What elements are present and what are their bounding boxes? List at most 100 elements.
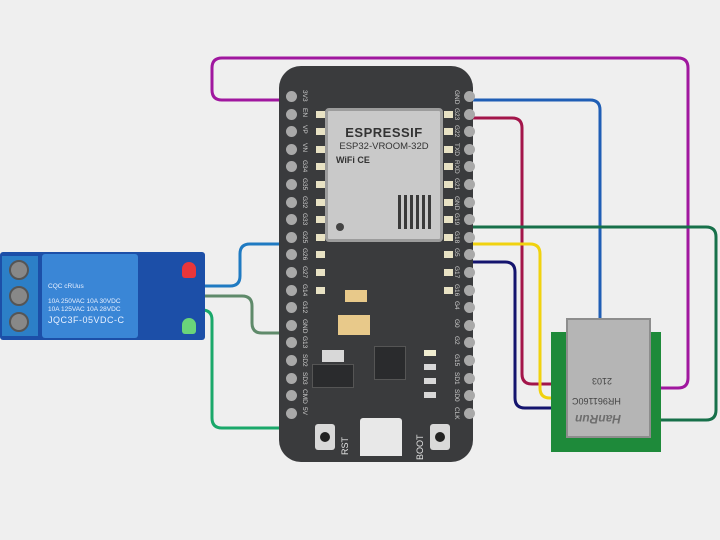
relay-model: JQC3F-05VDC-C (48, 315, 125, 325)
pin-label: G21 (453, 178, 460, 191)
wire-5v-to-relay[interactable] (183, 308, 292, 430)
pin-label: G0 (453, 318, 460, 328)
wire-g23-to-eth[interactable] (470, 116, 558, 386)
eth-code: 2103 (592, 376, 613, 386)
pin-cmd[interactable] (286, 390, 297, 402)
capacitor (345, 290, 367, 302)
module-pad (444, 216, 453, 224)
pin-g5[interactable] (464, 249, 475, 261)
pin-label: G35 (301, 178, 308, 191)
esp32-wroom-module: ESPRESSIF ESP32-VROOM-32D WiFi CE (325, 108, 443, 242)
module-pad (316, 181, 325, 188)
wire-g18-to-eth[interactable] (470, 242, 574, 400)
module-pad (316, 251, 325, 259)
pin-g21[interactable] (464, 179, 475, 190)
wire-gnd-to-relay[interactable] (183, 294, 292, 335)
module-pad (316, 233, 325, 241)
pin-g35[interactable] (286, 179, 297, 190)
pin-g19[interactable] (464, 214, 475, 226)
pin-5v[interactable] (286, 407, 297, 419)
pin-g15[interactable] (464, 355, 475, 366)
wire-g5-to-eth[interactable] (470, 260, 558, 410)
module-pad (316, 163, 325, 171)
pin-label: 5V (301, 406, 308, 415)
boot-button[interactable] (430, 424, 450, 450)
relay-cert: CQC cRUus (48, 283, 84, 290)
pin-g17[interactable] (464, 267, 475, 278)
pin-vp[interactable] (286, 126, 297, 138)
pin-label: G18 (453, 230, 460, 244)
pin-sd1[interactable] (464, 372, 475, 384)
pin-g22[interactable] (464, 126, 475, 138)
pin-g18[interactable] (464, 231, 475, 243)
pin-label: G13 (301, 336, 308, 349)
pin-label: VP (301, 125, 308, 134)
relay-body (42, 254, 138, 338)
pin1-marker (336, 223, 344, 231)
pin-g26[interactable] (286, 249, 297, 261)
pin-label: G14 (301, 283, 308, 296)
module-pad (444, 163, 453, 171)
wire-3v3-to-eth[interactable] (210, 56, 690, 390)
boot-label: BOOT (415, 434, 425, 460)
reset-button[interactable] (315, 424, 335, 450)
pin-g23[interactable] (464, 108, 475, 120)
pin-label: 3V3 (301, 90, 308, 102)
pin-gnd[interactable] (464, 196, 475, 208)
pin-g2[interactable] (464, 337, 475, 349)
pin-label: CMD (301, 389, 308, 404)
pin-g14[interactable] (286, 284, 297, 296)
pin-label: G17 (453, 266, 460, 279)
pin-clk[interactable] (464, 407, 475, 419)
pin-label: SD1 (453, 371, 460, 385)
red-led-icon (182, 262, 196, 278)
pin-3v3[interactable] (286, 91, 297, 102)
module-pad (316, 269, 325, 276)
module-pad (444, 145, 453, 153)
pin-sd2[interactable] (286, 355, 297, 366)
pin-sd3[interactable] (286, 372, 297, 384)
pin-g33[interactable] (286, 214, 297, 226)
module-pad (316, 145, 325, 153)
pin-label: GND (301, 318, 308, 334)
pin-gnd[interactable] (464, 91, 475, 102)
pin-g34[interactable] (286, 161, 297, 173)
pin-label: G12 (301, 301, 308, 314)
screw-terminal (9, 312, 29, 332)
pin-sd0[interactable] (464, 390, 475, 402)
qr-code-icon (398, 195, 432, 229)
pin-g13[interactable] (286, 337, 297, 349)
wire-g19-to-eth[interactable] (470, 225, 718, 422)
wire-g25-to-relay[interactable] (183, 242, 292, 288)
module-pad (444, 198, 453, 206)
pin-label: G26 (301, 248, 308, 261)
pin-g12[interactable] (286, 302, 297, 314)
pin-label: G34 (301, 160, 308, 173)
relay-rating-2: 10A 125VAC 10A 28VDC (48, 306, 121, 313)
capacitor (338, 315, 370, 335)
pin-g0[interactable] (464, 319, 475, 331)
pin-g16[interactable] (464, 284, 475, 296)
resistor (424, 364, 436, 370)
pin-txd[interactable] (464, 143, 475, 155)
pin-label: G22 (453, 125, 460, 138)
pin-label: G4 (453, 301, 460, 310)
pin-label: CLK (453, 406, 460, 420)
pin-g32[interactable] (286, 196, 297, 208)
pin-g25[interactable] (286, 231, 297, 243)
rj45-jack (566, 318, 651, 438)
module-pad (444, 251, 453, 259)
pin-g4[interactable] (464, 302, 475, 314)
pin-label: GND (453, 195, 460, 211)
pin-g27[interactable] (286, 267, 297, 278)
usb-uart-chip (374, 346, 406, 380)
pin-en[interactable] (286, 108, 297, 120)
micro-usb-port[interactable] (360, 418, 402, 456)
pin-vn[interactable] (286, 143, 297, 155)
pin-rxd[interactable] (464, 161, 475, 173)
module-model: ESP32-VROOM-32D (339, 141, 429, 152)
pin-label: TXD (453, 142, 460, 156)
pin-label: G23 (453, 107, 460, 120)
module-pad (444, 110, 453, 118)
pin-gnd[interactable] (286, 319, 297, 331)
